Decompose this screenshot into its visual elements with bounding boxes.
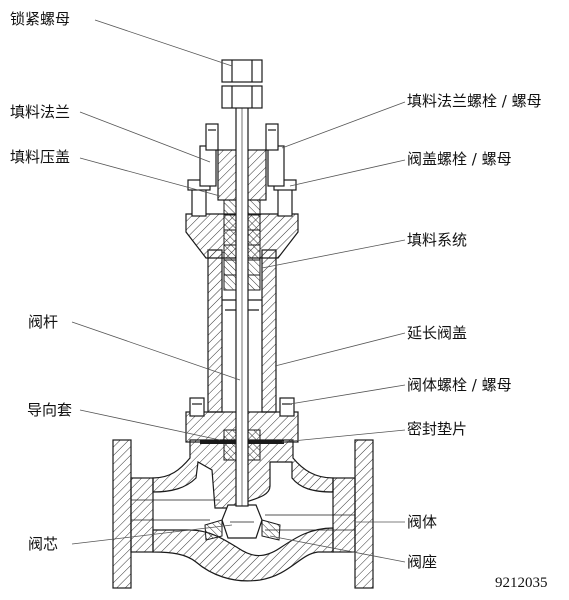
label-locknut: 锁紧螺母 xyxy=(10,10,71,28)
label-stem: 阀杆 xyxy=(28,313,59,331)
valve-stem xyxy=(235,99,249,507)
label-body: 阀体 xyxy=(407,513,438,531)
valve-plug xyxy=(221,504,263,539)
label-gasket: 密封垫片 xyxy=(407,420,468,438)
locknut xyxy=(221,59,263,109)
leader-lines xyxy=(71,19,406,563)
label-bonnet-bolt-nut: 阀盖螺栓 / 螺母 xyxy=(407,150,512,168)
label-guide-bushing: 导向套 xyxy=(27,401,73,419)
label-packing-system: 填料系统 xyxy=(407,231,468,249)
label-extension-bonnet: 延长阀盖 xyxy=(407,324,468,342)
valve-seat xyxy=(204,519,281,541)
label-packing-flange-bolt-nut: 填料法兰螺栓 / 螺母 xyxy=(407,92,542,110)
drawing-code: 9212035 xyxy=(495,575,548,591)
label-packing-flange: 填料法兰 xyxy=(10,103,71,121)
packing-system xyxy=(223,199,261,291)
label-plug: 阀芯 xyxy=(28,535,59,553)
label-packing-follower: 填料压盖 xyxy=(10,148,71,166)
label-seat: 阀座 xyxy=(407,553,438,571)
label-body-bolt-nut: 阀体螺栓 / 螺母 xyxy=(407,376,512,394)
